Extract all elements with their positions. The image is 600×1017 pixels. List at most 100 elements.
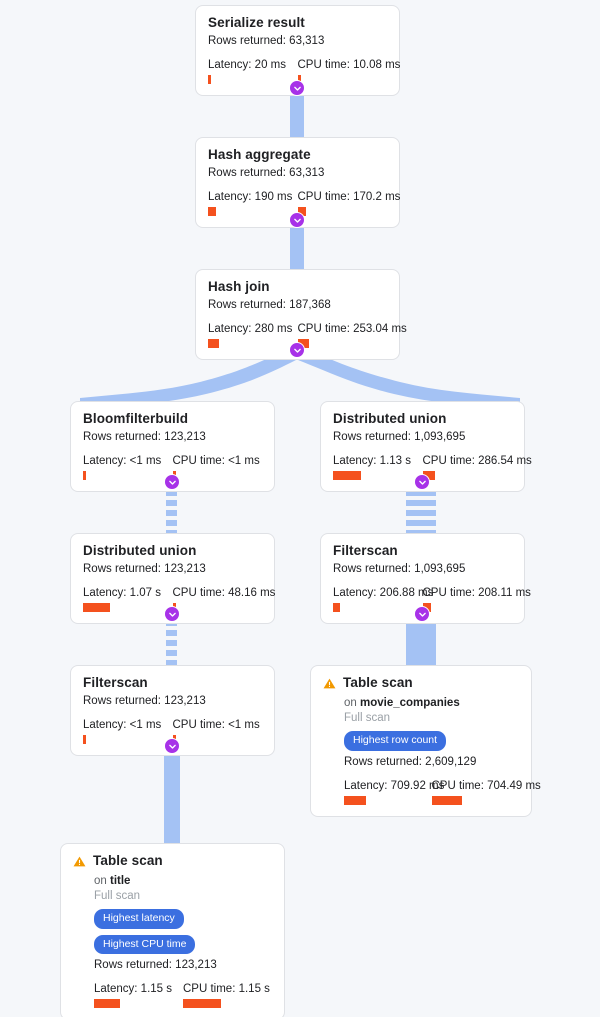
node-cpu-label: CPU time: 286.54 ms — [422, 455, 532, 467]
node-cpu-bar — [431, 795, 462, 805]
node-latency-label: Latency: 709.92 ms — [344, 779, 445, 792]
node-rows-returned: Rows returned: 1,093,695 — [333, 431, 466, 443]
chevron-down-icon — [293, 216, 302, 225]
node-latency-label: Latency: 1.13 s — [333, 455, 411, 467]
node-latency-label: Latency: 206.88 ms — [333, 587, 434, 599]
node-rows-returned: Rows returned: 123,213 — [83, 695, 206, 707]
warning-triangle-icon — [73, 855, 86, 873]
status-badge[interactable]: Highest latency — [94, 909, 184, 929]
node-table-reference: on title — [94, 875, 131, 887]
node-cpu-metric: CPU time: 704.49 ms — [431, 779, 541, 805]
node-cpu-bar — [297, 207, 306, 216]
node-latency-bar — [333, 603, 340, 612]
node-latency-metric: Latency: 709.92 ms — [344, 779, 445, 805]
node-title: Bloomfilterbuild — [83, 411, 189, 426]
node-cpu-label: CPU time: 253.04 ms — [297, 323, 407, 335]
node-cpu-label: CPU time: 1.15 s — [183, 983, 270, 995]
node-rows-returned: Rows returned: 123,213 — [94, 959, 217, 971]
collapse-hash-join[interactable] — [289, 342, 305, 358]
node-title: Hash join — [208, 279, 270, 294]
node-latency-label: Latency: 1.15 s — [94, 983, 172, 995]
node-title: Table scan — [93, 853, 163, 868]
status-badge[interactable]: Highest CPU time — [94, 934, 196, 954]
node-badges: Highest row count — [344, 731, 519, 751]
node-latency-metric: Latency: 1.07 s — [83, 586, 173, 612]
node-latency-label: Latency: 20 ms — [208, 59, 286, 71]
node-latency-metric: Latency: <1 ms — [83, 718, 173, 744]
collapse-distributed-union-right[interactable] — [414, 474, 430, 490]
node-latency-metric: Latency: 206.88 ms — [333, 586, 434, 612]
node-scan-type: Full scan — [94, 890, 141, 902]
chevron-down-icon — [418, 478, 427, 487]
node-latency-metric: Latency: 20 ms — [208, 58, 298, 84]
node-rows-returned: Rows returned: 123,213 — [83, 431, 206, 443]
node-title: Filterscan — [83, 675, 148, 690]
node-latency-metric: Latency: 280 ms — [208, 322, 298, 348]
warning-triangle-icon — [323, 677, 336, 695]
node-cpu-bar — [183, 999, 221, 1008]
node-table-reference: on movie_companies — [344, 697, 460, 709]
collapse-serialize-result[interactable] — [289, 80, 305, 96]
node-cpu-metric: CPU time: 170.2 ms — [297, 190, 401, 216]
node-latency-bar — [208, 207, 216, 216]
node-latency-label: Latency: 280 ms — [208, 323, 293, 335]
node-cpu-metric: CPU time: 253.04 ms — [297, 322, 407, 348]
node-cpu-label: CPU time: <1 ms — [172, 455, 260, 467]
node-latency-bar — [208, 75, 211, 84]
node-cpu-metric: CPU time: 48.16 ms — [172, 586, 276, 612]
node-latency-bar — [83, 471, 86, 480]
node-title: Distributed union — [83, 543, 197, 558]
collapse-bloomfilterbuild[interactable] — [164, 474, 180, 490]
node-title: Table scan — [343, 675, 413, 690]
node-cpu-metric: CPU time: 286.54 ms — [422, 454, 532, 480]
node-cpu-metric: CPU time: 10.08 ms — [297, 58, 401, 84]
node-cpu-label: CPU time: 10.08 ms — [297, 59, 401, 71]
edge-filterscan-left-to-tablescan-title — [164, 744, 180, 846]
collapse-filterscan-right[interactable] — [414, 606, 430, 622]
chevron-down-icon — [293, 84, 302, 93]
node-title: Hash aggregate — [208, 147, 311, 162]
chevron-down-icon — [168, 742, 177, 751]
node-title: Filterscan — [333, 543, 398, 558]
node-scan-type: Full scan — [344, 712, 391, 724]
node-latency-bar — [83, 735, 86, 744]
node-cpu-metric: CPU time: 208.11 ms — [422, 586, 531, 612]
node-cpu-label: CPU time: 704.49 ms — [431, 779, 541, 792]
node-cpu-bar — [297, 339, 309, 348]
node-cpu-label: CPU time: 48.16 ms — [172, 587, 276, 599]
node-cpu-label: CPU time: 170.2 ms — [297, 191, 401, 203]
node-latency-bar — [94, 999, 120, 1008]
node-latency-label: Latency: <1 ms — [83, 719, 162, 731]
status-badge[interactable]: Highest row count — [344, 731, 447, 751]
node-latency-metric: Latency: 1.15 s — [94, 982, 183, 1008]
node-rows-returned: Rows returned: 2,609,129 — [344, 755, 477, 768]
node-cpu-metric: CPU time: 1.15 s — [183, 982, 272, 1008]
node-title: Distributed union — [333, 411, 447, 426]
node-latency-metric: Latency: <1 ms — [83, 454, 173, 480]
collapse-distributed-union-left[interactable] — [164, 606, 180, 622]
chevron-down-icon — [168, 478, 177, 487]
node-cpu-label: CPU time: <1 ms — [172, 719, 260, 731]
node-latency-label: Latency: <1 ms — [83, 455, 162, 467]
collapse-filterscan-left[interactable] — [164, 738, 180, 754]
node-rows-returned: Rows returned: 123,213 — [83, 563, 206, 575]
node-cpu-bar — [297, 75, 301, 84]
node-cpu-bar — [422, 471, 435, 480]
chevron-down-icon — [418, 610, 427, 619]
node-cpu-metric: CPU time: <1 ms — [172, 454, 263, 480]
node-latency-label: Latency: 1.07 s — [83, 587, 161, 599]
node-rows-returned: Rows returned: 1,093,695 — [333, 563, 466, 575]
node-latency-metric: Latency: 190 ms — [208, 190, 298, 216]
node-latency-bar — [333, 471, 361, 480]
node-latency-bar — [344, 795, 366, 805]
node-rows-returned: Rows returned: 63,313 — [208, 167, 325, 179]
node-latency-bar — [83, 603, 110, 612]
collapse-hash-aggregate[interactable] — [289, 212, 305, 228]
